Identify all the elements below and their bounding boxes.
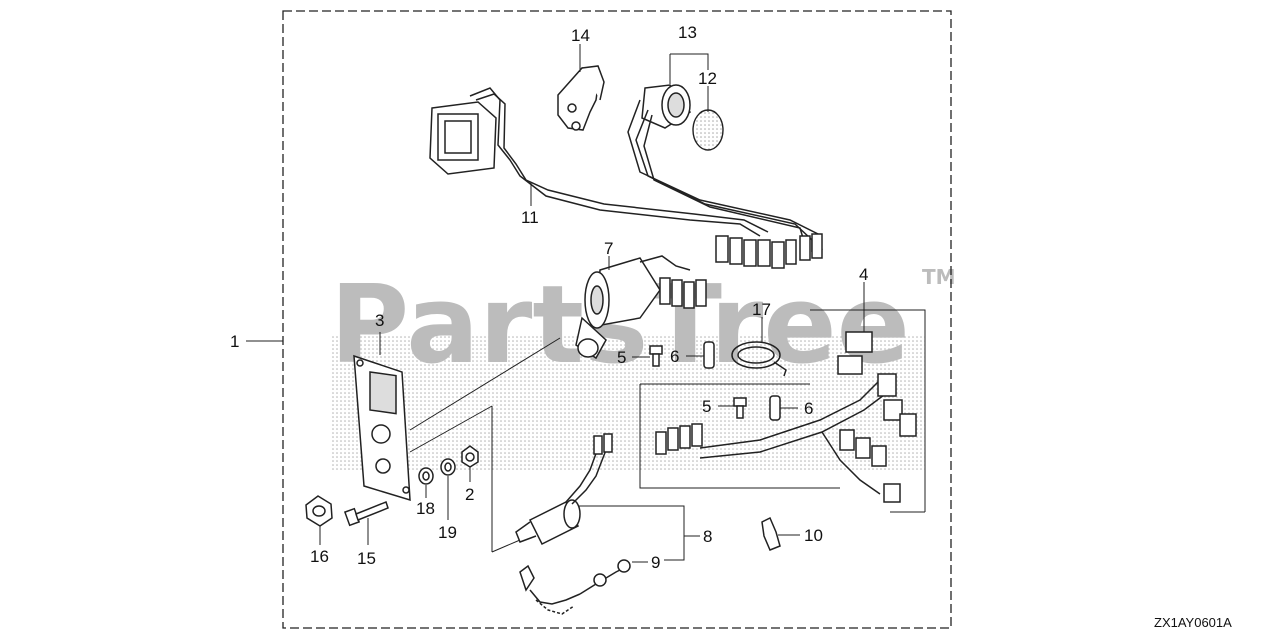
part-5-bolt-b [733,397,747,419]
callout-6b: 6 [804,399,813,418]
part-12-cover [692,109,724,151]
part-11-switch-harness [429,87,823,269]
part-9-lanyard [519,559,631,615]
part-6-collar-b [769,395,781,421]
callout-1: 1 [230,332,239,351]
callout-16: 16 [310,547,329,566]
part-18-washer [418,467,434,485]
callout-12: 12 [698,69,717,88]
part-6-collar-a [703,341,715,369]
leader-13 [670,53,709,70]
callout-8: 8 [703,527,712,546]
callout-labels: 1 2 3 4 5 5 6 6 7 8 9 10 11 12 13 14 15 … [230,23,1232,630]
part-13-buzzer [627,84,823,252]
part-7-ignition-switch [575,255,707,360]
part-10-clip [761,516,781,551]
callout-10: 10 [804,526,823,545]
callout-13: 13 [678,23,697,42]
assembly-frame [282,10,952,629]
callout-2: 2 [465,485,474,504]
watermark-trademark: TM [922,265,956,289]
part-3-panel [353,354,411,502]
callout-14: 14 [571,26,590,45]
callout-17: 17 [752,300,771,319]
callout-3: 3 [375,311,384,330]
part-15-bolt [343,501,389,527]
callout-4: 4 [859,265,868,284]
callout-19: 19 [438,523,457,542]
part-8-stop-switch [515,433,613,546]
part-2-nut [461,445,479,468]
callout-7: 7 [604,239,613,258]
part-5-bolt-a [649,345,663,367]
callout-11: 11 [521,208,539,227]
callout-15: 15 [357,549,376,568]
part-19-washer [440,458,456,476]
callout-5b: 5 [702,397,711,416]
part-16-nut [305,495,333,527]
explosion-lines [409,309,926,553]
callout-5a: 5 [617,348,626,367]
diagram-code: ZX1AY0601A [1154,615,1232,630]
callout-9: 9 [651,553,660,572]
callout-6a: 6 [670,347,679,366]
leader-8 [578,505,685,561]
part-17-clamp [731,341,787,377]
part-4-main-harness [655,331,917,503]
callout-18: 18 [416,499,435,518]
part-14-bracket [557,65,605,131]
